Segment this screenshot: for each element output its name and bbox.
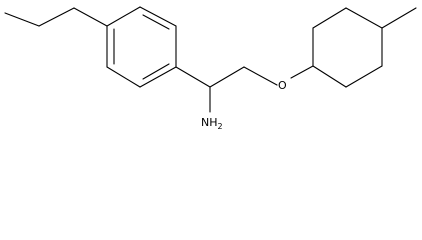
benzene-ring — [106, 6, 177, 88]
bond-ring-5 — [106, 66, 141, 88]
propyl-chain — [4, 7, 108, 27]
bond-ring-to-ch — [175, 66, 211, 88]
bond-ch-to-ch2 — [209, 66, 245, 88]
bond-ring-4 — [139, 66, 177, 88]
bond-cy-3 — [345, 7, 383, 29]
bond-cy-5 — [345, 65, 383, 88]
ethanamine-linker — [175, 66, 278, 113]
molecule-structure: O NH2 — [4, 6, 417, 131]
bond-ch2-to-o — [243, 66, 278, 86]
bond-propyl-2 — [38, 7, 75, 27]
bond-ring-double-1 — [142, 14, 170, 30]
bond-methyl — [381, 7, 417, 29]
bond-ring-1 — [106, 6, 141, 27]
bond-o-to-cyclohexyl — [290, 65, 314, 79]
bond-cy-6 — [312, 65, 347, 88]
cyclohexane-ring — [312, 7, 383, 88]
bond-ring-double-2 — [142, 63, 170, 80]
amine-subscript: 2 — [218, 122, 223, 131]
bond-cy-2 — [312, 7, 347, 29]
amine-main-label: NH — [201, 116, 218, 129]
amine-atom-label: NH2 — [201, 116, 223, 131]
oxygen-atom-label: O — [278, 79, 287, 92]
bond-ring-2 — [139, 6, 177, 27]
bond-propyl-1 — [4, 12, 40, 27]
bond-propyl-3 — [73, 7, 108, 27]
